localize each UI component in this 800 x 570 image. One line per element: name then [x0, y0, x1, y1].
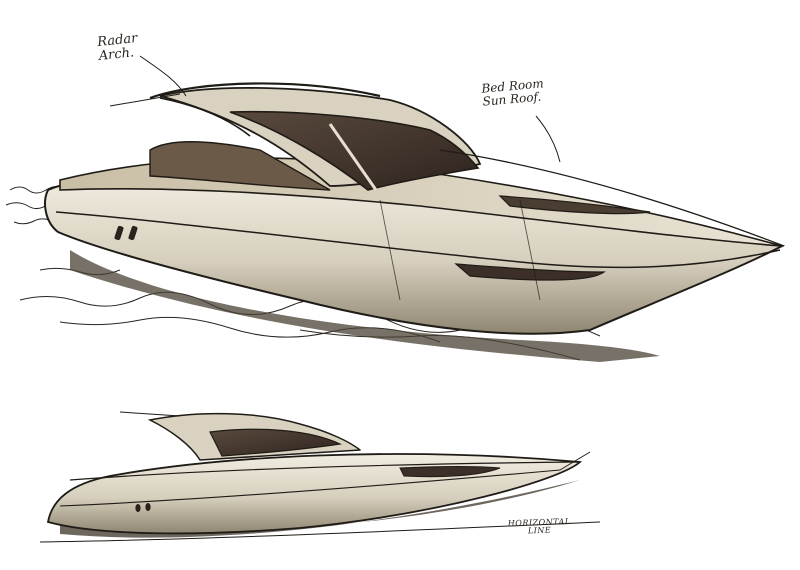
annotation-bedroom-sunroof: Bed Room Sun Roof.: [480, 76, 545, 109]
hull-shadow: [70, 250, 660, 362]
lower-hull-window: [399, 466, 501, 478]
porthole: [135, 504, 141, 512]
porthole: [145, 503, 151, 511]
porthole: [114, 225, 124, 241]
hull-window: [454, 263, 606, 281]
upper-windshield: [229, 110, 480, 191]
foredeck-hatch: [498, 195, 651, 215]
lower-hull: [46, 453, 583, 535]
upper-boat: [5, 55, 786, 362]
horizontal-line: [39, 521, 601, 543]
radar-arch: [149, 82, 381, 100]
lower-boat: [39, 411, 601, 543]
annotation-radar-arch: Radar Arch.: [96, 30, 139, 64]
lower-windshield: [209, 428, 343, 457]
annotation-horizontal-line: HORIZONTAL LINE: [507, 516, 571, 536]
porthole: [128, 225, 138, 241]
